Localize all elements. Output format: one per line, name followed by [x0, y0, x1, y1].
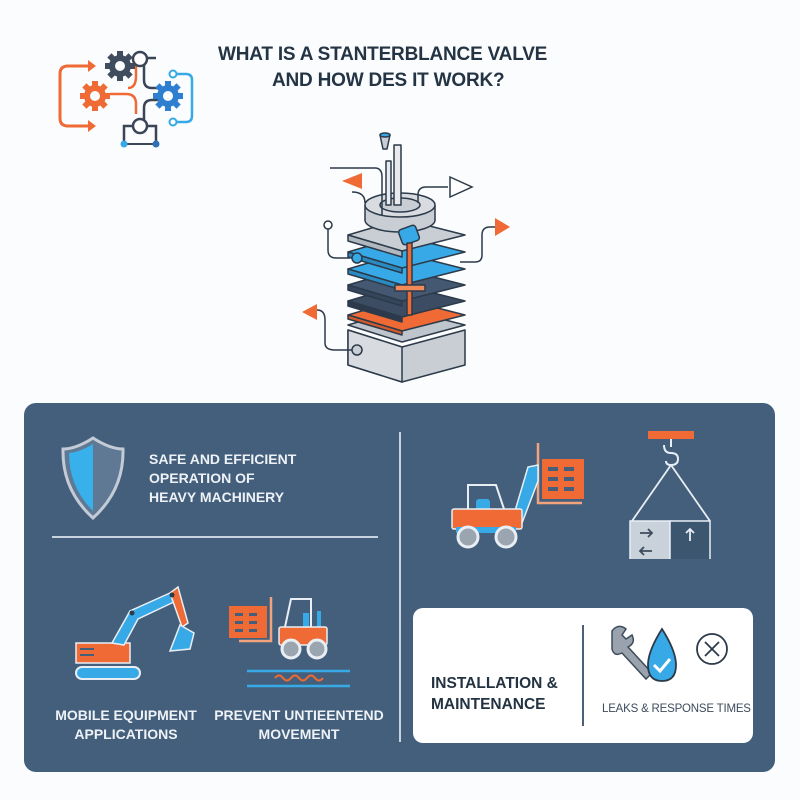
mobile-line-2: APPLICATIONS: [74, 726, 178, 742]
wrench-droplet-check-icon: [608, 623, 688, 693]
installation-maintenance-card: INSTALLATION & MAINTENANCE LEAKS & RESPO…: [413, 608, 753, 743]
safe-operation-text: SAFE AND EFFICIENT OPERATION OF HEAVY MA…: [149, 450, 369, 507]
features-panel: SAFE AND EFFICIENT OPERATION OF HEAVY MA…: [24, 403, 775, 772]
prevent-line-1: PREVENT UNTIEENTEND: [214, 707, 384, 723]
safe-line-2: OPERATION OF: [149, 470, 255, 486]
prevent-line-2: MOVEMENT: [258, 726, 340, 742]
mobile-line-1: MOBILE EQUIPMENT: [55, 707, 197, 723]
vertical-divider: [399, 432, 401, 742]
leaks-response-caption: LEAKS & RESPONSE TIMES: [602, 703, 751, 715]
safe-line-3: HEAVY MACHINERY: [149, 489, 285, 505]
title-line-1: WHAT IS A STANTERBLANCE VALVE: [218, 44, 548, 65]
close-circle-icon: [695, 632, 729, 666]
forklift-lift-icon: [444, 441, 584, 551]
valve-illustration: [290, 125, 520, 395]
installation-line-2: MAINTENANCE: [431, 696, 546, 713]
mobile-equipment-caption: MOBILE EQUIPMENT APPLICATIONS: [26, 706, 226, 744]
forklift-wave-icon: [227, 593, 352, 688]
excavator-icon: [72, 583, 202, 683]
installation-title: INSTALLATION & MAINTENANCE: [431, 673, 558, 715]
installation-line-1: INSTALLATION &: [431, 675, 558, 692]
card-divider: [582, 625, 584, 726]
safe-line-1: SAFE AND EFFICIENT: [149, 451, 297, 467]
page-title: WHAT IS A STANTERBLANCE VALVE AND HOW DE…: [200, 42, 600, 94]
crane-load-icon: [626, 429, 716, 559]
gears-network-icon: [48, 36, 198, 156]
title-line-2: AND HOW DES IT WORK?: [272, 70, 505, 91]
shield-icon: [60, 435, 126, 521]
prevent-movement-caption: PREVENT UNTIEENTEND MOVEMENT: [199, 706, 399, 744]
horizontal-divider: [52, 536, 378, 538]
